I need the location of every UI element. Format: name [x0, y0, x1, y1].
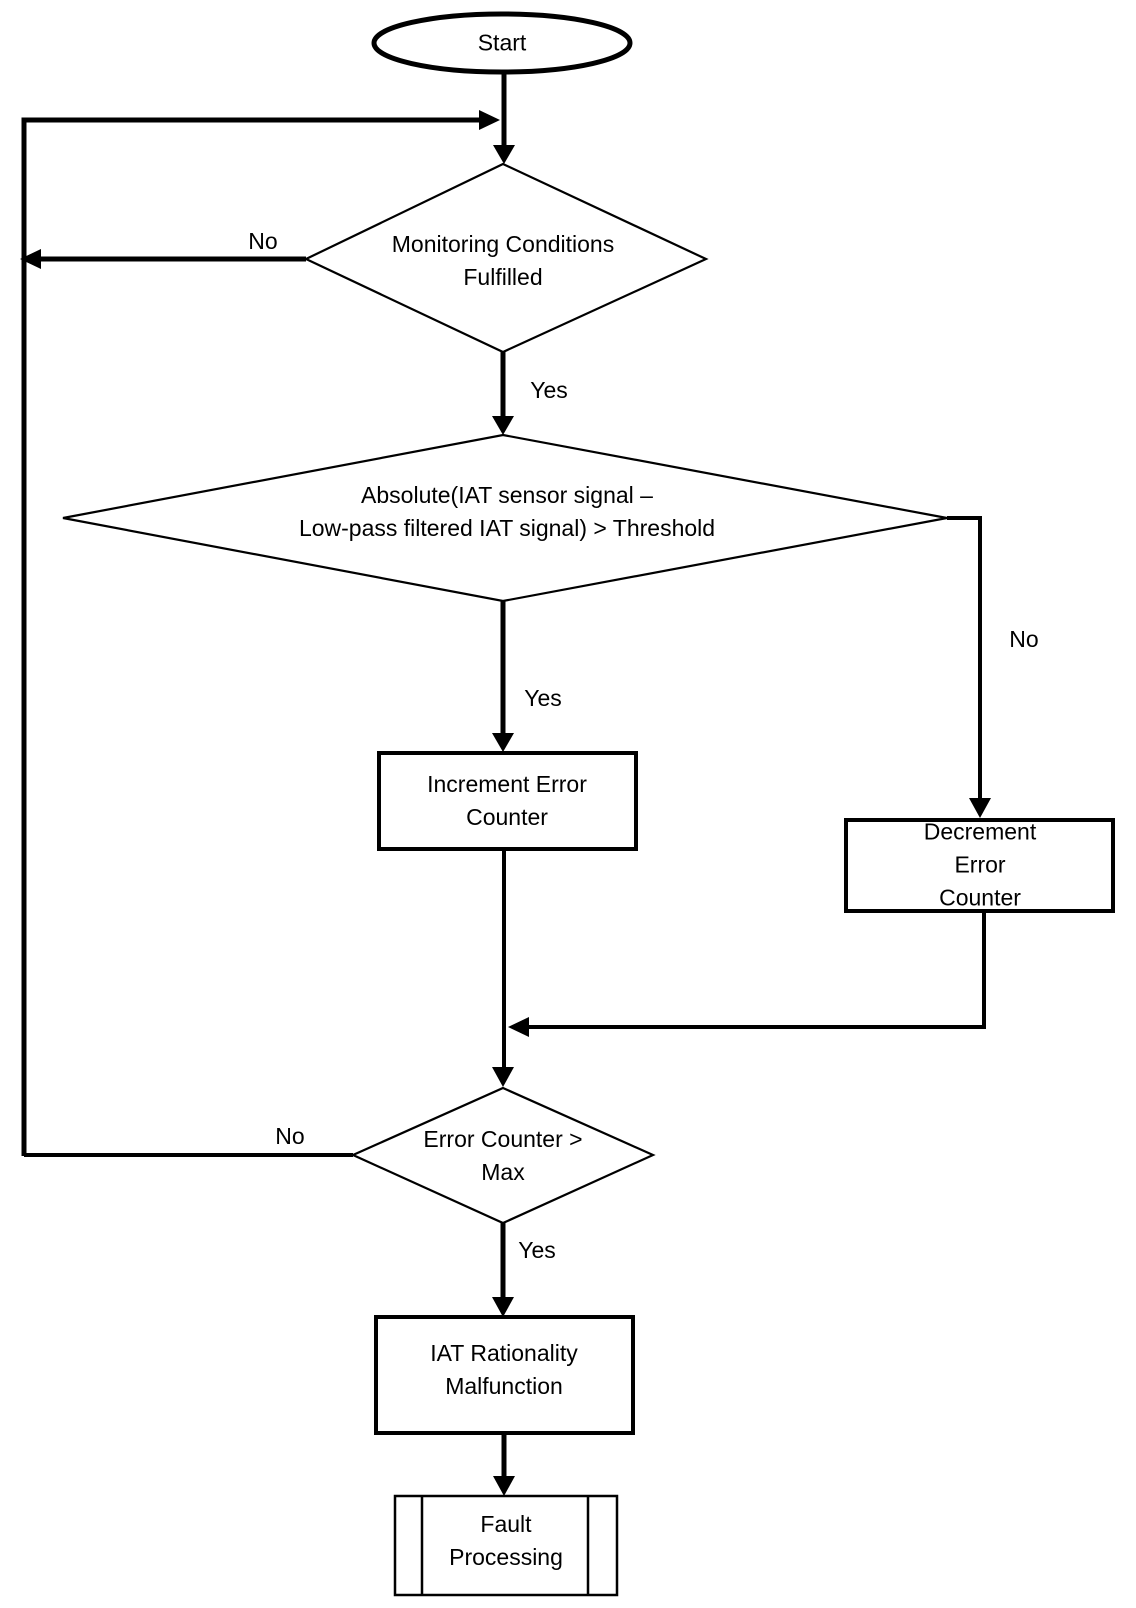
absolute-decision-label: Absolute(IAT sensor signal – Low-pass fi…	[298, 482, 716, 541]
arrowhead-left-icon	[20, 249, 41, 269]
edge-decrement-merge	[508, 911, 986, 1037]
edge-malfunction-to-fault	[493, 1433, 515, 1496]
fault-predefined-label: Fault Processing	[449, 1511, 563, 1570]
start-terminator-shape	[371, 11, 633, 75]
fault-predefined-shape	[393, 1494, 619, 1597]
arrowhead-left-icon	[508, 1017, 529, 1037]
edge-loop-back	[21, 110, 500, 1156]
arrowhead-down-icon	[492, 1297, 514, 1317]
error-counter-decision-label: Error Counter > Max	[423, 1126, 583, 1185]
arrowhead-down-icon	[493, 145, 515, 164]
edge-absolute-no	[947, 516, 991, 818]
malfunction-process-label: IAT Rationality Malfunction	[430, 1340, 578, 1399]
absolute-no-label: No	[1009, 626, 1039, 652]
decrement-process-label: Decrement Error Counter	[923, 818, 1037, 911]
monitoring-decision-label: Monitoring Conditions Fulfilled	[391, 231, 615, 290]
arrowhead-down-icon	[492, 1067, 514, 1087]
edge-to-error-counter	[492, 849, 514, 1087]
edge-error-counter-yes	[492, 1223, 514, 1317]
arrowhead-down-icon	[969, 798, 991, 818]
decrement-process-shape	[844, 818, 1115, 913]
arrowhead-right-icon	[479, 110, 500, 130]
start-label: Start	[477, 29, 527, 56]
absolute-yes-label: Yes	[524, 685, 562, 711]
arrowhead-down-icon	[492, 733, 514, 752]
error-counter-no-label: No	[275, 1123, 305, 1149]
edge-monitoring-yes	[492, 352, 514, 435]
increment-process-label: Increment Error Counter	[427, 771, 587, 830]
edge-monitoring-no	[20, 249, 306, 269]
edge-start-to-monitoring	[493, 71, 515, 164]
arrowhead-down-icon	[493, 1476, 515, 1496]
monitoring-no-label: No	[248, 228, 278, 254]
increment-process-shape	[377, 751, 638, 851]
edge-absolute-yes	[492, 601, 514, 752]
monitoring-yes-label: Yes	[530, 377, 568, 403]
error-counter-yes-label: Yes	[518, 1237, 556, 1263]
arrowhead-down-icon	[492, 416, 514, 435]
